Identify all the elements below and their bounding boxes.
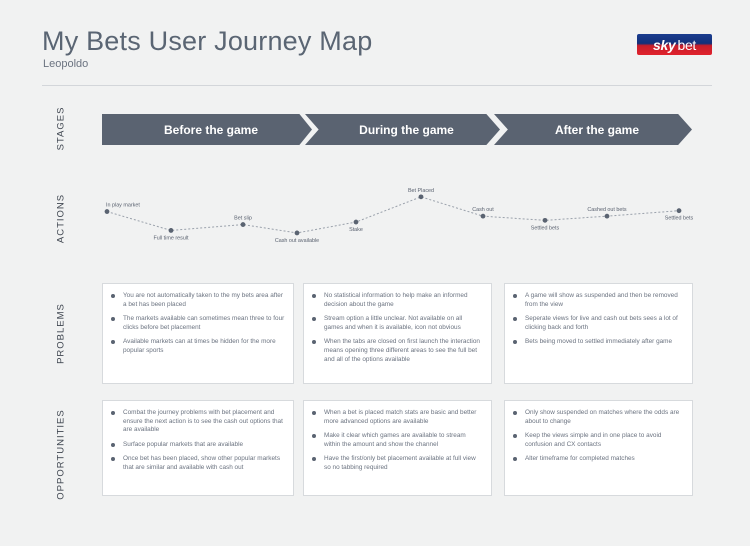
list-item: Alter timeframe for completed matches xyxy=(513,455,684,464)
action-label: Bet Placed xyxy=(408,188,434,194)
list-item: A game will show as suspended and then b… xyxy=(513,292,684,309)
action-label: Cashed out bets xyxy=(587,207,627,213)
list-item: Once bet has been placed, show other pop… xyxy=(111,455,285,472)
list-item: Keep the views simple and in one place t… xyxy=(513,432,684,449)
logo-bet-text: bet xyxy=(677,36,697,53)
stage-label: After the game xyxy=(554,122,640,137)
list-item: Seperate views for live and cash out bet… xyxy=(513,315,684,332)
stage-label: During the game xyxy=(359,122,454,137)
list-item: Combat the journey problems with bet pla… xyxy=(111,409,285,435)
list-item: No statistical information to help make … xyxy=(312,292,483,309)
action-label: Settled bets xyxy=(665,216,694,222)
problems-card-before: You are not automatically taken to the m… xyxy=(102,283,294,384)
action-point xyxy=(480,213,486,219)
list-item: The markets available can sometimes mean… xyxy=(111,315,285,332)
list-item: When a bet is placed match stats are bas… xyxy=(312,409,483,426)
action-label: Bet slip xyxy=(234,216,252,222)
action-point xyxy=(542,217,548,223)
action-label: Stake xyxy=(349,227,363,233)
opportunities-card-after: Only show suspended on matches where the… xyxy=(504,400,693,496)
list-item: Have the first/only bet placement availa… xyxy=(312,455,483,472)
stage-before-the-game: Before the game xyxy=(102,114,312,145)
action-point xyxy=(240,222,246,227)
list-item: Stream option a little unclear. Not avai… xyxy=(312,315,483,332)
opportunities-card-during: When a bet is placed match stats are bas… xyxy=(303,400,492,496)
action-point xyxy=(418,194,424,200)
logo-sky-text: sky xyxy=(652,36,676,53)
action-label: Cash out xyxy=(472,207,494,213)
action-point xyxy=(294,230,300,236)
action-label: Full time result xyxy=(153,235,189,241)
journey-dotted-line xyxy=(106,196,680,234)
header-divider xyxy=(42,85,712,86)
page-title: My Bets User Journey Map xyxy=(42,26,373,56)
page-subtitle: Leopoldo xyxy=(43,58,89,70)
action-point xyxy=(168,228,174,233)
opportunities-card-before: Combat the journey problems with bet pla… xyxy=(102,400,294,496)
list-item: Make it clear which games are available … xyxy=(312,432,483,449)
problems-card-during: No statistical information to help make … xyxy=(303,283,492,384)
action-label: In play market xyxy=(106,203,140,209)
action-label: Settled bets xyxy=(531,225,560,231)
list-item: Only show suspended on matches where the… xyxy=(513,409,684,426)
action-point xyxy=(604,213,610,219)
action-point xyxy=(353,219,359,225)
list-item: Surface popular markets that are availab… xyxy=(111,441,285,450)
list-item: You are not automatically taken to the m… xyxy=(111,292,285,309)
stages-bar: Before the game During the game After th… xyxy=(102,114,692,145)
stage-label: Before the game xyxy=(163,122,259,137)
stage-after-the-game: After the game xyxy=(494,114,692,145)
action-point xyxy=(676,208,682,214)
stage-during-the-game: During the game xyxy=(305,114,500,145)
list-item: Bets being moved to settled immediately … xyxy=(513,338,684,347)
list-item: Available markets can at times be hidden… xyxy=(111,338,285,355)
problems-card-after: A game will show as suspended and then b… xyxy=(504,283,693,384)
action-point xyxy=(104,209,110,214)
list-item: When the tabs are closed on first launch… xyxy=(312,338,483,364)
action-label: Cash out available xyxy=(275,238,319,244)
